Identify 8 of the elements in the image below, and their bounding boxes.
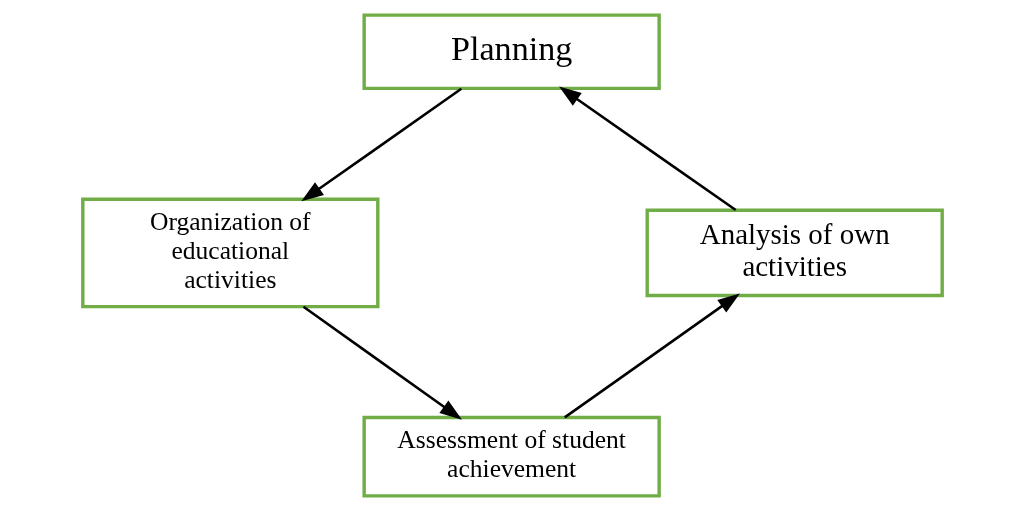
- node-box: Analysis of own activities: [645, 208, 944, 298]
- arrow: [301, 87, 463, 202]
- arrow: [564, 293, 740, 419]
- node-box: Planning: [362, 13, 661, 91]
- arrow: [559, 86, 737, 212]
- node-box: Assessment of student achievement: [362, 415, 661, 498]
- node-box: Organization of educational activities: [81, 197, 380, 309]
- arrow: [302, 305, 462, 420]
